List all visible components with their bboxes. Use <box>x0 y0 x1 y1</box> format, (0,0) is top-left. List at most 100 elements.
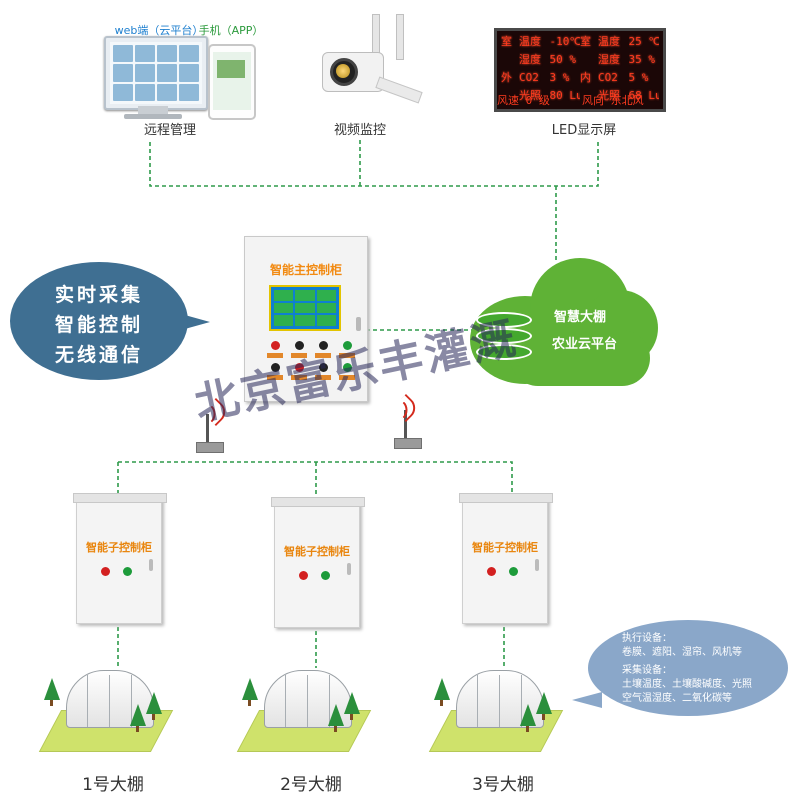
green-indicator-light <box>509 567 518 576</box>
equipment-line: 卷膜、遮阳、湿帘、风机等 <box>622 647 742 658</box>
wire-bottom-bus <box>118 461 513 496</box>
sub-cabinet-title: 智能子控制柜 <box>472 541 538 554</box>
button-tag <box>339 353 355 358</box>
button-tag <box>315 375 331 380</box>
led-cell: -10℃ <box>549 35 581 48</box>
led-cell: 68 Lu <box>628 89 660 102</box>
database-icon <box>476 344 532 360</box>
camera-light <box>336 64 350 78</box>
bubble-tail <box>572 692 602 708</box>
green-indicator-light <box>343 363 352 372</box>
greenhouse-label: 3号大棚 <box>472 775 534 795</box>
red-indicator-light <box>271 341 280 350</box>
led-cell: 5 % <box>628 71 649 84</box>
sub-control-cabinet-2: 智能子控制柜 <box>271 497 365 628</box>
phone-app-label: 手机（APP） <box>198 24 264 37</box>
led-display-board: 室 温度 -10℃ 室 温度 25 ℃ 湿度 50 % 湿度 35 % 外 CO… <box>494 28 666 112</box>
sub-cabinet-title: 智能子控制柜 <box>284 545 350 558</box>
equipment-line: 空气温湿度、二氧化碳等 <box>622 693 732 704</box>
greenhouse-icon <box>38 664 174 754</box>
button-tag <box>267 375 283 380</box>
database-icon <box>476 312 532 328</box>
switch-knob <box>319 363 328 372</box>
equipment-line: 执行设备： <box>622 633 672 644</box>
greenhouse-label: 1号大棚 <box>82 775 144 795</box>
switch-knob <box>319 341 328 350</box>
red-indicator-light <box>299 571 308 580</box>
monitor-stand <box>138 106 168 116</box>
cabinet-handle <box>535 559 539 571</box>
led-cell <box>580 52 598 70</box>
greenhouse-label: 2号大棚 <box>280 775 342 795</box>
equipment-bubble: 执行设备： 卷膜、遮阳、湿帘、风机等 采集设备： 土壤温度、土壤酸碱度、光照 空… <box>588 620 788 716</box>
cabinet-handle <box>356 317 361 331</box>
led-cell: 室 <box>501 35 512 48</box>
led-cell: 3 % <box>549 71 570 84</box>
led-cell: 湿度 <box>598 53 620 66</box>
led-display-label: LED显示屏 <box>551 123 617 138</box>
button-tag <box>291 353 307 358</box>
cabinet-handle <box>149 559 153 571</box>
green-indicator-light <box>343 341 352 350</box>
led-cell: 光照 <box>598 89 620 102</box>
equipment-line: 采集设备： <box>622 665 672 676</box>
web-platform-label: web端（云平台） <box>114 24 204 37</box>
red-indicator-light <box>487 567 496 576</box>
led-cell: 50 % <box>549 53 577 66</box>
greenhouse-icon <box>428 664 564 754</box>
wire-top-bus <box>149 142 599 187</box>
led-cell: 25 ℃ <box>628 35 660 48</box>
led-cell: 温度 <box>598 35 620 48</box>
camera-antenna-right <box>396 14 404 60</box>
button-tag <box>339 375 355 380</box>
sub-control-cabinet-3: 智能子控制柜 <box>459 493 553 624</box>
equipment-line: 土壤温度、土壤酸碱度、光照 <box>622 679 752 690</box>
switch-knob <box>271 363 280 372</box>
sub-control-cabinet-1: 智能子控制柜 <box>73 493 167 624</box>
led-cell: 内 <box>580 71 591 84</box>
camera-lens <box>330 58 358 86</box>
led-cell: 80 Lu <box>549 89 581 102</box>
cloud-subtitle: 农业云平台 <box>552 337 618 352</box>
main-control-cabinet: 智能主控制柜 <box>244 236 368 402</box>
led-cell: 温度 <box>519 35 541 48</box>
touch-screen <box>269 285 341 331</box>
led-cell <box>501 52 519 70</box>
led-wind-direction: 风向 东北风 <box>582 94 644 107</box>
led-cell: 光照 <box>519 89 541 102</box>
wireless-antenna-icon <box>391 393 424 450</box>
video-monitoring-label: 视频监控 <box>333 123 386 138</box>
button-tag <box>315 353 331 358</box>
button-tag <box>291 375 307 380</box>
red-indicator-light <box>101 567 110 576</box>
red-indicator-light <box>295 363 304 372</box>
switch-knob <box>295 341 304 350</box>
cloud-title: 智慧大棚 <box>554 310 607 325</box>
feature-line: 智能控制 <box>54 314 143 336</box>
feature-bubble: 实时采集 智能控制 无线通信 <box>10 262 188 380</box>
monitor-base <box>124 114 182 119</box>
led-cell: 湿度 <box>519 53 541 66</box>
smartphone-icon <box>208 44 256 120</box>
led-cell: 35 % <box>628 53 656 66</box>
green-indicator-light <box>321 571 330 580</box>
monitor-icon <box>104 36 208 110</box>
led-cell: CO2 <box>598 71 618 84</box>
feature-line: 实时采集 <box>54 284 143 306</box>
led-cell: 室 <box>580 35 591 48</box>
cabinet-handle <box>347 563 351 575</box>
sub-cabinet-title: 智能子控制柜 <box>86 541 152 554</box>
database-icon <box>476 328 532 344</box>
cloud-shape <box>510 330 650 386</box>
feature-line: 无线通信 <box>54 344 143 366</box>
button-tag <box>267 353 283 358</box>
main-cabinet-title: 智能主控制柜 <box>269 263 342 277</box>
led-cell: CO2 <box>519 71 539 84</box>
green-indicator-light <box>123 567 132 576</box>
remote-management-label: 远程管理 <box>143 123 196 138</box>
led-wind-speed: 风速 0 级 <box>497 94 550 107</box>
wireless-antenna-icon <box>196 397 231 454</box>
led-cell: 外 <box>501 71 512 84</box>
